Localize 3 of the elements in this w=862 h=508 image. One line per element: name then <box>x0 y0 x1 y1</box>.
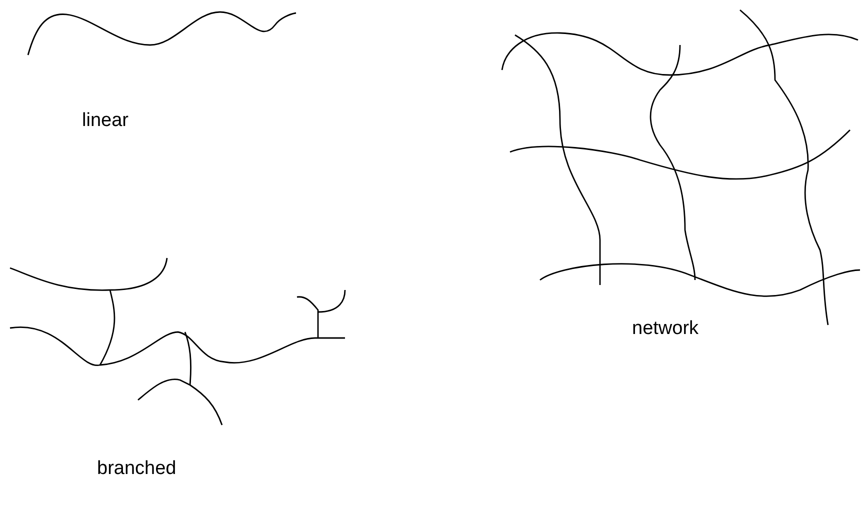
caption-label: linear <box>82 110 128 132</box>
caption-label: branched <box>97 458 176 480</box>
caption-label: network <box>632 318 699 340</box>
